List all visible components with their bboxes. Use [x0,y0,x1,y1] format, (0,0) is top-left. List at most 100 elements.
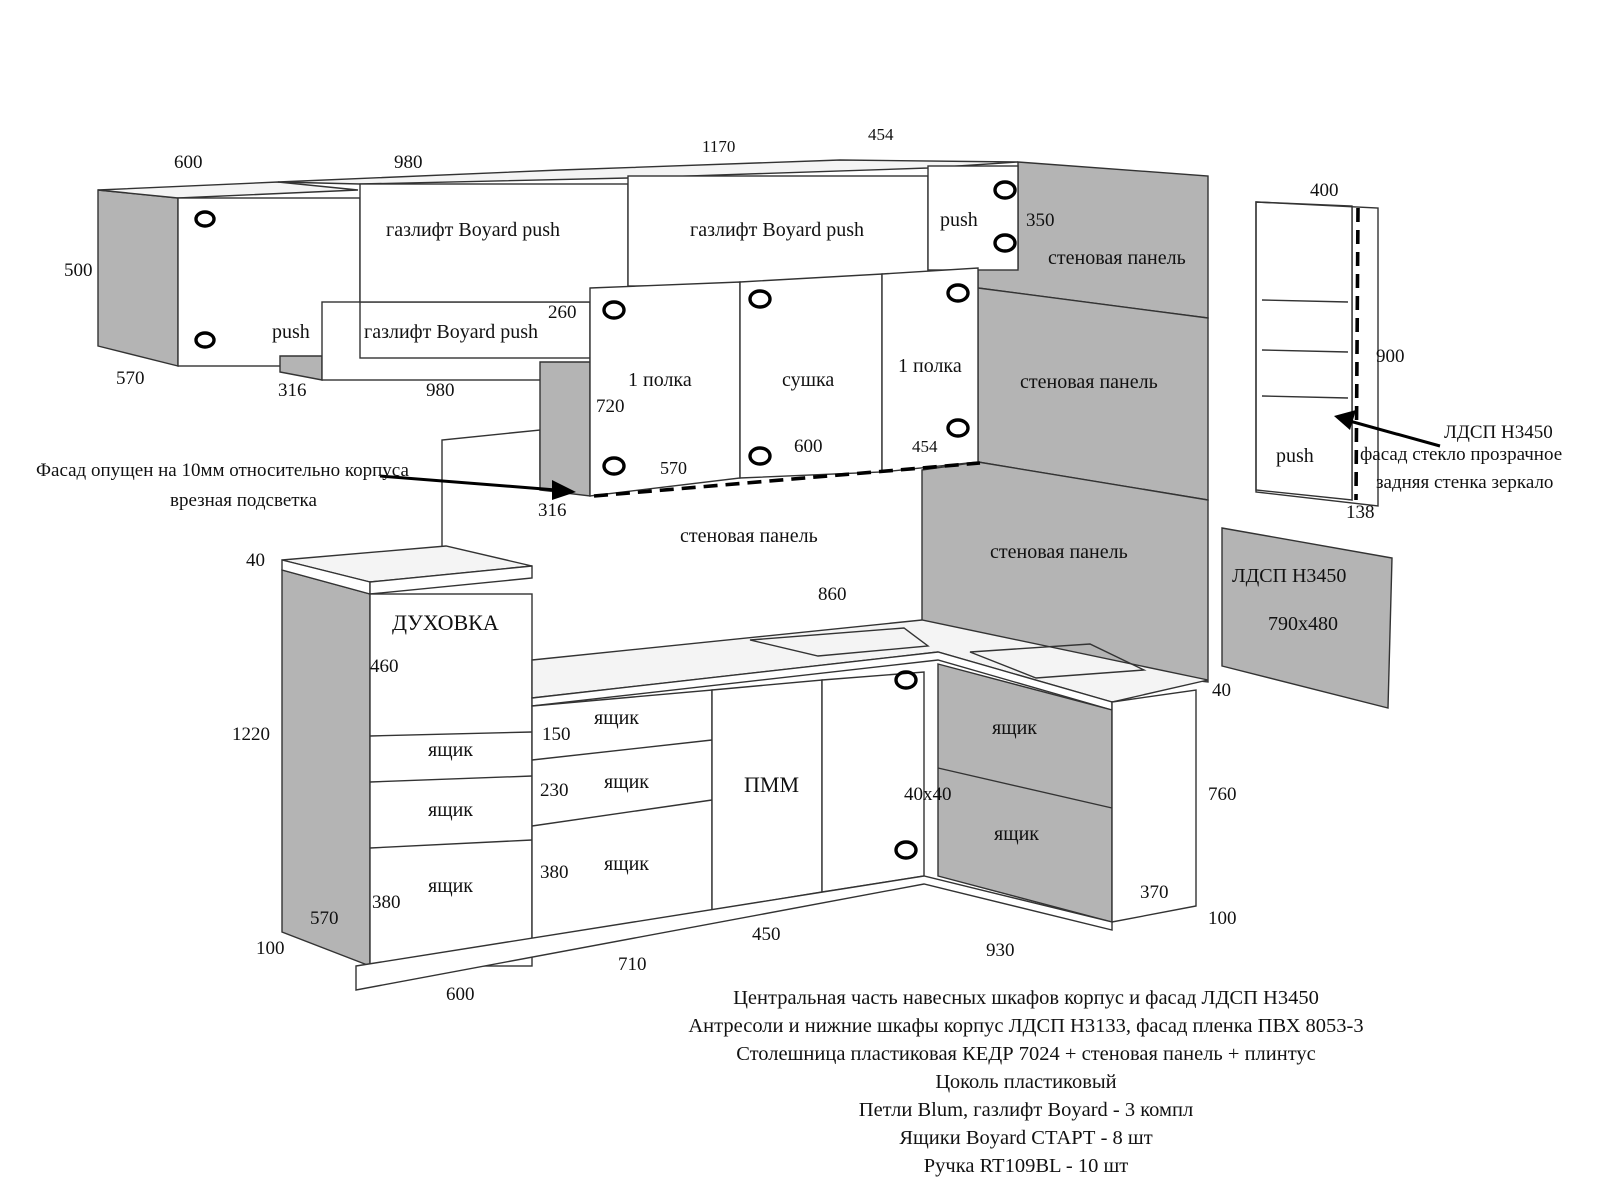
handle-icon [946,283,970,303]
dim-label: 600 [794,436,823,457]
tall-shelf-3 [1261,395,1349,399]
drawer-label: ящик [604,771,649,793]
spec-line: Антресоли и нижние шкафы корпус ЛДСП Н31… [688,1015,1363,1037]
dim-label: 316 [278,380,307,401]
handle-icon [894,840,918,860]
dim-label: 980 [394,152,423,173]
drawer-label: ящик [428,875,473,897]
drawer-label: ящик [604,853,649,875]
dim-label: 710 [618,954,647,975]
facade-arrow [379,474,557,492]
drawer-label: ящик [428,739,473,761]
spec-line: Центральная часть навесных шкафов корпус… [733,987,1319,1009]
panel-material-label: ЛДСП Н3450 [1232,565,1346,587]
handle-icon [602,300,626,320]
shelf-label: 1 полка [628,369,692,391]
oven-column-side [281,569,371,968]
right-end-panel [1111,689,1197,923]
back-wall-outline [441,429,541,562]
dim-label: 860 [818,584,847,605]
drawer-label: ящик [428,799,473,821]
dim-label: 600 [174,152,203,173]
push-label: push [940,209,978,231]
dim-label: 260 [548,302,577,323]
dim-label: 500 [64,260,93,281]
tall-shelf-1 [1261,299,1349,303]
drawer-line-2 [531,799,713,827]
facade-arrow-head-icon [552,480,576,500]
dim-label: 454 [868,125,894,144]
drawer-label: ящик [992,717,1037,739]
push-label: push [1276,445,1314,467]
backlight-note: врезная подсветка [170,490,317,511]
oven-column-front [369,593,533,967]
dim-label: 316 [538,500,567,521]
spec-line: Ручка RT109BL - 10 шт [924,1155,1128,1177]
handle-icon [894,670,918,690]
drawer-label: ящик [594,707,639,729]
wall-panel-label: стеновая панель [990,541,1128,563]
mezzanine-top-2 [627,175,929,287]
dim-label: 450 [752,924,781,945]
dim-label: 454 [912,437,938,456]
dishwasher-label: ПММ [744,772,799,797]
dim-label: 570 [310,908,339,929]
plinth [355,875,1113,991]
push-label: push [272,321,310,343]
drawer-label: ящик [994,823,1039,845]
handle-icon [993,233,1017,253]
gaslift-label: газлифт Boyard push [690,219,864,241]
handle-icon [748,289,772,309]
tall-arrow [1345,418,1441,448]
gaslift-label: газлифт Boyard push [364,321,538,343]
dim-label: 600 [446,984,475,1005]
corner-drawer-line [937,767,1113,809]
oven-drawer-1 [369,775,533,783]
left-cabinet-top [97,181,359,199]
dim-label: 350 [1026,210,1055,231]
dim-label: 900 [1376,346,1405,367]
tall-cabinet-outline [1255,201,1379,507]
dim-label: 930 [986,940,1015,961]
dim-label: 1220 [232,724,270,745]
panel-size-label: 790х480 [1268,613,1338,635]
spec-line: Столешница пластиковая КЕДР 7024 + стено… [736,1043,1316,1065]
tall-note-glass: фасад стекло прозрачное [1360,444,1562,465]
wall-panel-label: стеновая панель [680,525,818,547]
dim-label: 150 [542,724,571,745]
oven-column-edge-front [369,565,533,595]
tall-shelf-2 [1261,349,1349,353]
dim-label: 1170 [702,137,735,156]
handle-icon [946,418,970,438]
wall-panel-label: стеновая панель [1020,371,1158,393]
dim-label: 760 [1208,784,1237,805]
mezzanine-top-1 [359,183,629,303]
top-row-top [277,159,1019,185]
spec-line: Петли Blum, газлифт Boyard - 3 компл [859,1099,1193,1121]
dim-label: 40x40 [904,784,952,805]
dim-label: 138 [1346,502,1375,523]
dim-label: 40 [1212,680,1231,701]
notes: Фасад опущен на 10мм относительно корпус… [36,422,1562,511]
shelf-label: 1 полка [898,355,962,377]
center-cabinet-side [539,361,591,497]
cabinet-labels: газлифт Boyard push газлифт Boyard push … [272,209,1346,897]
dim-label: 570 [116,368,145,389]
mezzanine-low-side [279,355,323,381]
dryer-label: сушка [782,369,834,391]
handles [194,180,1017,860]
mezzanine-low-door [359,301,591,359]
dim-label: 380 [540,862,569,883]
dim-label: 230 [540,780,569,801]
spec-line: Цоколь пластиковый [935,1071,1116,1093]
drawer-line-1 [531,739,713,761]
tall-mirror-dashed [1354,207,1360,501]
tall-arrow-head-icon [1334,410,1356,430]
hob [969,643,1147,679]
dim-label: 460 [370,656,399,677]
dim-label: 380 [372,892,401,913]
oven-drawer-2 [369,839,533,849]
dim-label: 100 [1208,908,1237,929]
dim-label: 720 [596,396,625,417]
